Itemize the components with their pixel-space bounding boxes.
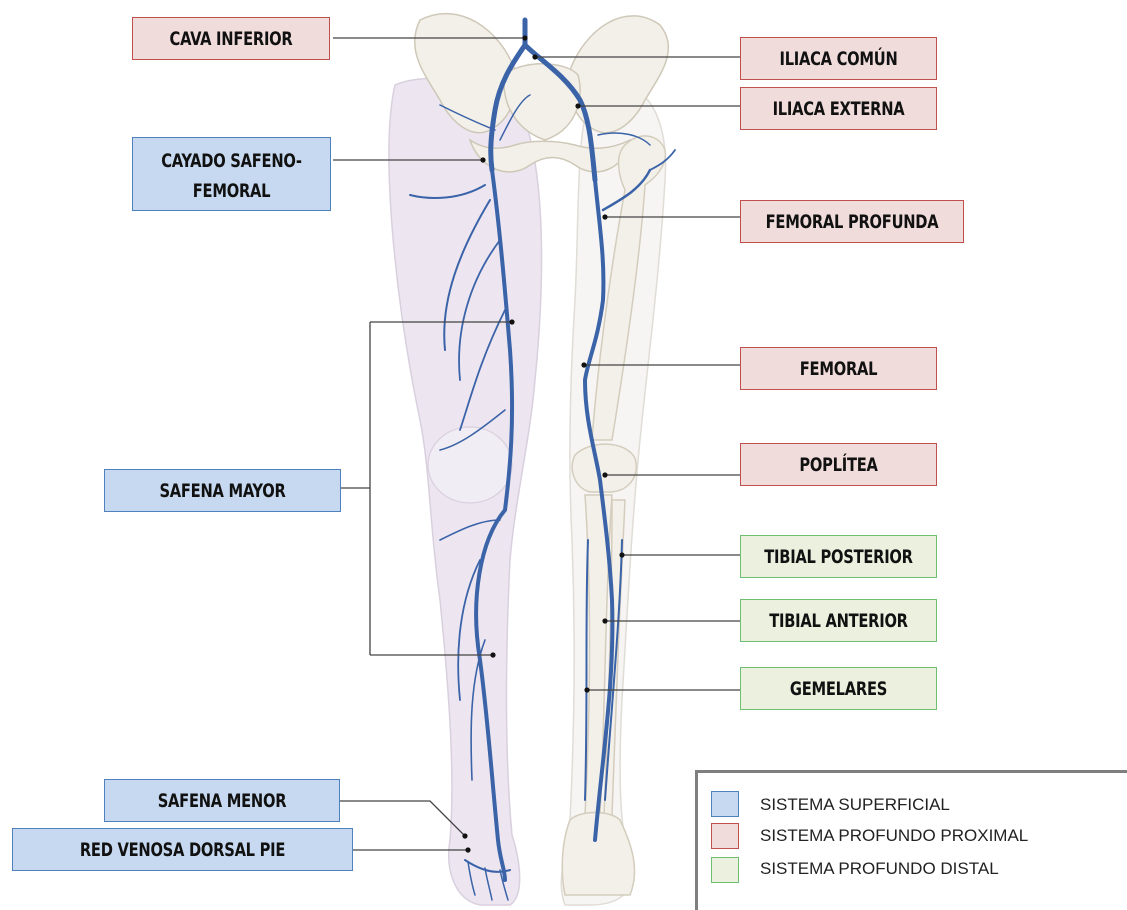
label-box-red-venosa-dorsal-pie: RED VENOSA DORSAL PIE <box>12 828 353 871</box>
label-cayado-line2: FEMORAL <box>147 176 316 205</box>
label-box-femoral: FEMORAL <box>740 347 937 390</box>
label-tibial-anterior: TIBIAL ANTERIOR <box>755 600 923 641</box>
legend-label-profundo-distal: SISTEMA PROFUNDO DISTAL <box>760 859 999 879</box>
label-femoral: FEMORAL <box>755 348 923 389</box>
label-poplitea: POPLÍTEA <box>755 444 923 485</box>
legend-label-superficial: SISTEMA SUPERFICIAL <box>760 795 950 815</box>
label-safena-mayor: SAFENA MAYOR <box>121 470 323 511</box>
legend-swatch-superficial <box>711 791 739 817</box>
label-box-cayado-safeno-femoral: CAYADO SAFENO- FEMORAL <box>132 137 331 211</box>
legend-swatch-profundo-proximal <box>711 823 739 849</box>
label-femoral-profunda: FEMORAL PROFUNDA <box>757 201 948 242</box>
label-box-safena-mayor: SAFENA MAYOR <box>104 469 341 512</box>
knee-left <box>428 427 512 503</box>
label-box-gemelares: GEMELARES <box>740 667 937 710</box>
label-safena-menor: SAFENA MENOR <box>121 780 322 821</box>
label-tibial-posterior: TIBIAL POSTERIOR <box>755 536 923 577</box>
label-iliaca-externa: ILIACA EXTERNA <box>755 88 923 129</box>
label-box-cava-inferior: CAVA INFERIOR <box>132 17 330 60</box>
label-box-tibial-anterior: TIBIAL ANTERIOR <box>740 599 937 642</box>
label-box-iliaca-comun: ILIACA COMÚN <box>740 37 937 80</box>
label-box-iliaca-externa: ILIACA EXTERNA <box>740 87 937 130</box>
label-red-venosa-dorsal-pie: RED VENOSA DORSAL PIE <box>37 829 329 870</box>
legend: SISTEMA SUPERFICIAL SISTEMA PROFUNDO PRO… <box>695 770 1127 910</box>
label-gemelares: GEMELARES <box>755 668 923 709</box>
label-cava-inferior: CAVA INFERIOR <box>147 18 316 59</box>
label-box-safena-menor: SAFENA MENOR <box>104 779 340 822</box>
label-cayado-line1: CAYADO SAFENO- <box>147 146 316 175</box>
label-iliaca-comun: ILIACA COMÚN <box>755 38 923 79</box>
label-box-poplitea: POPLÍTEA <box>740 443 937 486</box>
label-box-tibial-posterior: TIBIAL POSTERIOR <box>740 535 937 578</box>
legend-label-profundo-proximal: SISTEMA PROFUNDO PROXIMAL <box>760 826 1028 846</box>
legend-swatch-profundo-distal <box>711 857 739 883</box>
label-box-femoral-profunda: FEMORAL PROFUNDA <box>740 200 964 243</box>
